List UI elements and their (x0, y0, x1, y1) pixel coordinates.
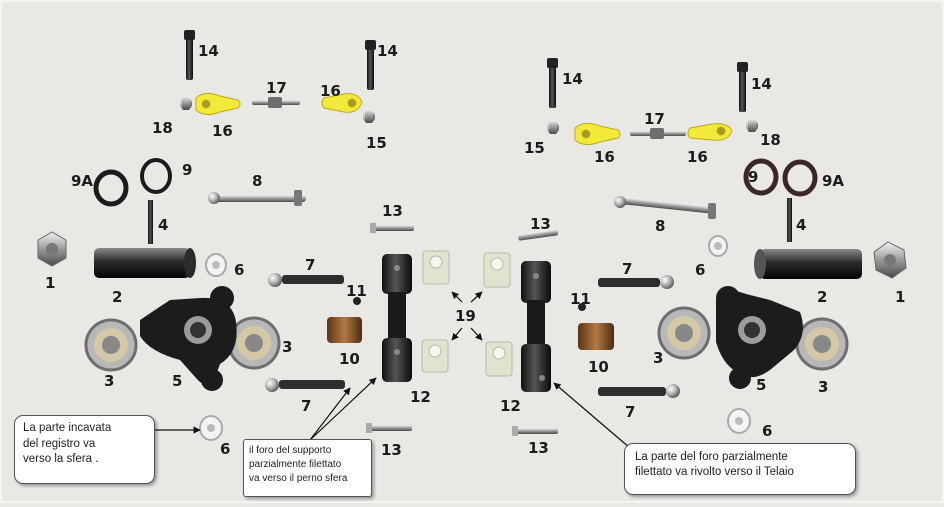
part-label-11: 11 (570, 290, 591, 308)
ball-stud-7-group (265, 273, 680, 398)
part-label-7: 7 (625, 403, 636, 421)
arrow-group (146, 291, 631, 449)
yellow-rod-end-group (195, 92, 733, 146)
drive-shaft-group (208, 190, 716, 219)
part-label-2: 2 (817, 288, 828, 306)
part-label-14: 14 (377, 42, 398, 60)
part-label-9a: 9A (822, 172, 845, 190)
part-label-14: 14 (562, 70, 583, 88)
part-label-9: 9 (748, 168, 759, 186)
pin-4-left (148, 200, 153, 244)
part-label-8: 8 (252, 172, 263, 190)
part-label-17: 17 (644, 110, 665, 128)
part-label-9a: 9A (71, 172, 94, 190)
part-label-16: 16 (594, 148, 615, 166)
part-label-18: 18 (152, 119, 173, 137)
part-label-14: 14 (198, 42, 219, 60)
note-support-hole: il foro del supporto parzialmente filett… (243, 439, 372, 497)
part-label-10: 10 (339, 350, 360, 368)
note-frame-side: La parte del foro parzialmente filettato… (624, 443, 856, 495)
part-label-16: 16 (320, 82, 341, 100)
part-label-3: 3 (282, 338, 293, 356)
part-label-7: 7 (305, 256, 316, 274)
note-line: va verso il perno sfera (249, 473, 348, 484)
turnbuckle-group (252, 97, 686, 139)
part-label-7: 7 (622, 260, 633, 278)
part-label-17: 17 (266, 79, 287, 97)
note-line: filettato va rivolto verso il Telaio (635, 466, 794, 478)
part-label-13: 13 (528, 439, 549, 457)
part-label-16: 16 (687, 148, 708, 166)
set-screw-left (353, 297, 361, 305)
part-label-3: 3 (104, 372, 115, 390)
part-label-6: 6 (762, 422, 773, 440)
part-label-1: 1 (895, 288, 906, 306)
note-line: parzialmente filettato (249, 459, 342, 470)
part-label-4: 4 (796, 216, 807, 234)
ball-stud-group (180, 96, 758, 134)
part-label-3: 3 (653, 349, 664, 367)
part-label-18: 18 (760, 131, 781, 149)
part-label-15: 15 (524, 139, 545, 157)
part-label-10: 10 (588, 358, 609, 376)
part-label-6: 6 (220, 440, 231, 458)
note-line: La parte incavata (23, 422, 112, 434)
brass-sleeve-right (578, 323, 614, 350)
bushing-group (421, 250, 513, 377)
part-label-5: 5 (756, 376, 767, 394)
part-label-7: 7 (301, 397, 312, 415)
note-line: La parte del foro parzialmente (635, 451, 788, 463)
part-label-6: 6 (695, 261, 706, 279)
hex-nut-group (37, 231, 907, 279)
part-label-13: 13 (530, 215, 551, 233)
hub-cylinder-group (94, 248, 862, 279)
set-screw-right (578, 303, 586, 311)
part-label-4: 4 (158, 216, 169, 234)
support-post-group (382, 254, 551, 392)
part-label-2: 2 (112, 288, 123, 306)
part-label-12: 12 (410, 388, 431, 406)
part-label-13: 13 (381, 441, 402, 459)
note-line: il foro del supporto (249, 445, 332, 456)
part-label-3: 3 (818, 378, 829, 396)
bearing-group (84, 306, 849, 372)
washer-group (199, 235, 751, 441)
part-label-15: 15 (366, 134, 387, 152)
note-line: del registro va (23, 437, 96, 450)
part-label-13: 13 (382, 202, 403, 220)
upright-group (140, 286, 803, 391)
screw-14-group (184, 30, 748, 112)
note-sphere-side: La parte incavata del registro va verso … (14, 415, 155, 484)
part-label-16: 16 (212, 122, 233, 140)
note-line: verso la sfera . (23, 453, 99, 465)
part-label-9: 9 (182, 161, 193, 179)
part-label-1: 1 (45, 274, 56, 292)
part-label-14: 14 (751, 75, 772, 93)
brass-sleeve-left (327, 317, 362, 343)
part-label-19: 19 (455, 307, 476, 325)
part-label-12: 12 (500, 397, 521, 415)
bolt-13-group (366, 223, 558, 436)
pin-4-right (787, 198, 792, 242)
part-label-6: 6 (234, 261, 245, 279)
o-ring-group (93, 158, 818, 207)
part-label-5: 5 (172, 372, 183, 390)
part-label-11: 11 (346, 282, 367, 300)
part-label-8: 8 (655, 217, 666, 235)
